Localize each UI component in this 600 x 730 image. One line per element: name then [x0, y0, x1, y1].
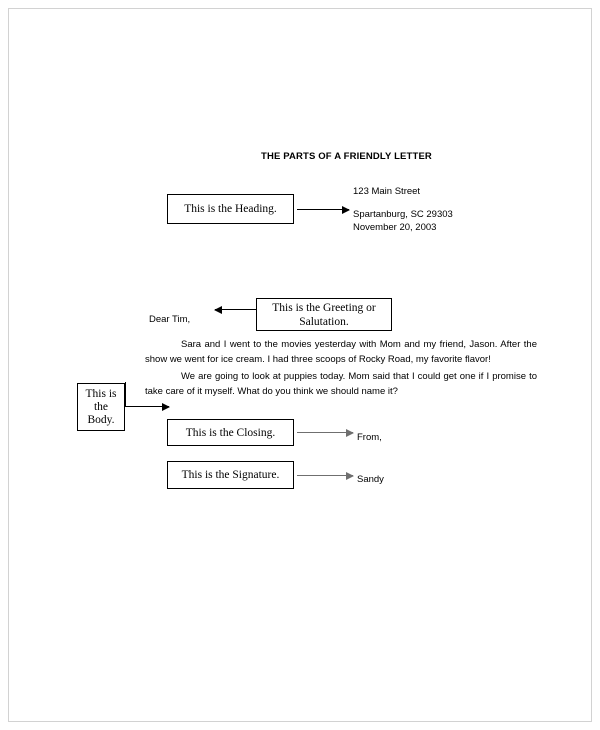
callout-heading: This is the Heading. — [167, 194, 294, 224]
letter-heading-date: November 20, 2003 — [353, 222, 437, 233]
arrow-right-icon-signature — [297, 471, 354, 480]
callout-body: This is the Body. — [77, 383, 125, 431]
letter-heading-city-state-zip: Spartanburg, SC 29303 — [353, 209, 453, 220]
callout-greeting: This is the Greeting or Salutation. — [256, 298, 392, 331]
callout-body-line-3: Body. — [87, 413, 115, 426]
arrow-right-icon-heading — [297, 205, 350, 214]
callout-body-line-2: the — [93, 400, 109, 413]
callout-closing: This is the Closing. — [167, 419, 294, 446]
arrow-left-icon-greeting — [214, 305, 257, 314]
arrow-right-icon-body — [125, 402, 170, 411]
letter-heading-street: 123 Main Street — [353, 186, 421, 197]
letter-salutation: Dear Tim, — [149, 314, 191, 325]
callout-body-line-1: This is — [85, 387, 117, 400]
arrow-right-icon-closing — [297, 428, 354, 437]
document-page: THE PARTS OF A FRIENDLY LETTER This is t… — [8, 8, 592, 722]
letter-signature: Sandy — [357, 474, 384, 485]
callout-signature: This is the Signature. — [167, 461, 294, 489]
letter-body-paragraph-2: We are going to look at puppies today. M… — [145, 371, 537, 397]
letter-body-paragraph-1: Sara and I went to the movies yesterday … — [145, 339, 537, 365]
letter-closing: From, — [357, 432, 382, 443]
page-title: THE PARTS OF A FRIENDLY LETTER — [261, 151, 432, 162]
connector-line-body — [125, 382, 126, 407]
